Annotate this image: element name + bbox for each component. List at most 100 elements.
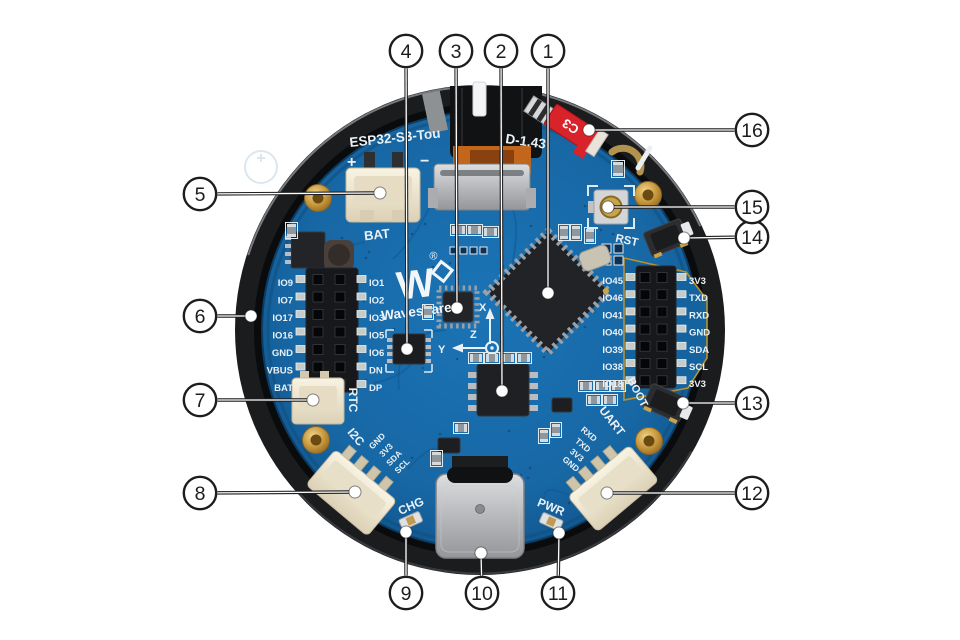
header-solder-pad [356, 292, 367, 301]
header-pin-hole [312, 326, 324, 338]
via-dot [611, 425, 615, 429]
header-solder-pad [356, 310, 367, 318]
pin-label: DP [369, 383, 383, 394]
standoff [302, 426, 330, 454]
pin-label: IO46 [602, 293, 623, 304]
callout-5 [182, 176, 218, 212]
callout-endpoint-12 [600, 486, 614, 500]
callout-number-15: 15 [741, 197, 763, 219]
header-pin-hole [639, 272, 651, 283]
passive-component [516, 352, 532, 364]
pin-label: TXD [689, 293, 708, 304]
callout-15 [734, 189, 770, 225]
pin-label: IO17 [272, 313, 293, 324]
via-dot [455, 357, 459, 361]
callout-endpoint-15 [601, 200, 615, 214]
pin-label: RXD [689, 310, 709, 321]
callout-line-core-5 [217, 192, 381, 195]
header-solder-pad [295, 310, 306, 318]
passive-component [484, 352, 500, 364]
passive-component [584, 227, 596, 244]
standoff [304, 184, 332, 212]
callout-line-core-8 [217, 491, 356, 494]
header-solder-pad [295, 345, 306, 353]
passive-component [578, 380, 594, 392]
registered-mark: ® [429, 250, 439, 263]
via-dot [410, 456, 414, 460]
callout-number-1: 1 [543, 41, 554, 63]
callout-number-5: 5 [195, 184, 206, 206]
crystal-oscillator [578, 244, 612, 272]
header-solder-pad [625, 341, 636, 350]
via-dot [526, 476, 530, 480]
mounting-standoffs [302, 181, 663, 455]
callout-number-7: 7 [195, 390, 206, 412]
pin-label: IO40 [602, 328, 623, 339]
callout-number-6: 6 [195, 306, 206, 328]
pin-label: IO41 [602, 310, 623, 321]
pin-label: IO16 [272, 331, 293, 342]
via-dot [507, 429, 511, 433]
header-solder-pad [676, 376, 687, 385]
antenna-module: C3 [543, 104, 609, 159]
via-dot [567, 501, 571, 505]
passive-component [570, 224, 582, 241]
pin-label: GND [272, 348, 293, 359]
passive-component [466, 224, 483, 236]
passive-component [558, 224, 570, 241]
callout-number-9: 9 [401, 583, 412, 605]
via-dot [611, 232, 615, 236]
callout-number-4: 4 [401, 41, 412, 63]
via-dot [529, 224, 533, 228]
header-pin-hole [639, 340, 651, 352]
passive-components [285, 160, 626, 467]
callout-endpoint-7 [306, 393, 320, 407]
header-pin-hole [656, 375, 668, 387]
header-pin-hole [656, 306, 668, 318]
callout-number-2: 2 [496, 41, 507, 63]
callout-13 [734, 385, 770, 421]
via-dot [528, 466, 532, 470]
header-pin-hole [639, 375, 651, 387]
via-dot [599, 228, 603, 232]
callout-endpoint-5 [373, 186, 387, 200]
via-dot [364, 256, 368, 260]
pin-label: IO38 [602, 362, 623, 373]
logo-diamond [430, 259, 455, 284]
header-solder-pad [676, 273, 687, 281]
pin-label: SCL [689, 362, 708, 373]
header-solder-pad [356, 380, 367, 388]
pin-label: IO5 [369, 331, 385, 342]
via-dot [583, 325, 587, 329]
header-pin-hole [312, 309, 324, 320]
callout-1 [530, 33, 566, 69]
via-dot [340, 236, 344, 240]
callout-line-core-14 [683, 236, 735, 239]
callout-line-core-3 [455, 68, 458, 309]
battery-polarity-silk [244, 150, 278, 184]
callout-10 [464, 575, 500, 611]
header-pin-hole [334, 309, 346, 320]
header-pin-hole [312, 291, 324, 303]
passive-component [538, 428, 550, 444]
callout-endpoint-1 [541, 286, 555, 300]
callout-endpoint-6 [244, 309, 258, 323]
pin-label: 3V3 [689, 379, 706, 390]
callout-line-core-4 [405, 68, 408, 350]
callout-8 [182, 475, 218, 511]
callout-line-core-2 [500, 68, 503, 392]
callout-7 [182, 382, 218, 418]
pcb-trace [392, 203, 432, 260]
callout-number-8: 8 [195, 483, 206, 505]
minus-mark: − [420, 153, 429, 170]
pin-label: IO7 [278, 296, 293, 307]
header-pin-hole [639, 358, 651, 369]
header-solder-pad [356, 327, 367, 336]
pin-label: SDA [689, 345, 709, 356]
callout-3 [438, 33, 474, 69]
header-solder-pad [356, 362, 367, 371]
header-pin-hole [656, 289, 668, 301]
via-dot [421, 366, 425, 370]
